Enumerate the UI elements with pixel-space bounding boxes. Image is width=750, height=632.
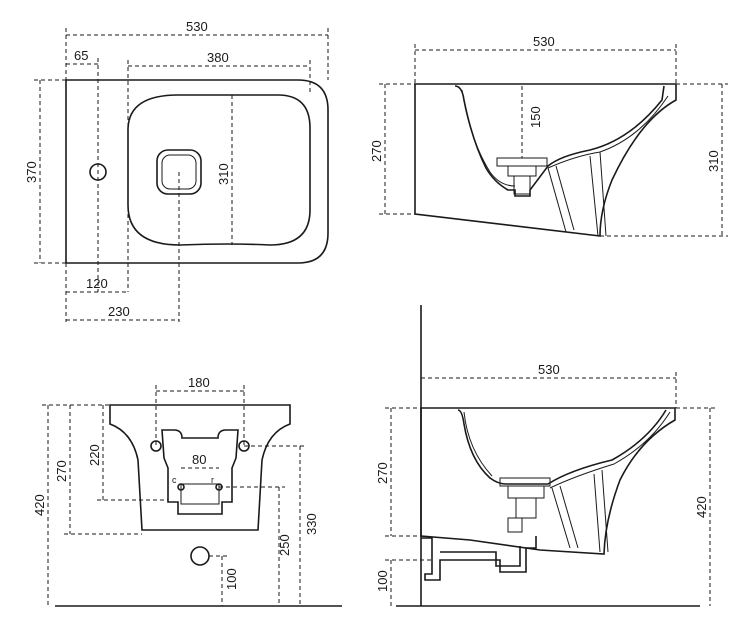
- trap-pipe: [421, 536, 537, 581]
- dim-total-height-bottom: 420: [694, 496, 709, 518]
- dim-connection-spacing: 80: [192, 452, 206, 467]
- side-outline-top: [414, 83, 677, 237]
- plan-bowl: [127, 94, 311, 246]
- dim-rim-height-rear: 270: [54, 460, 69, 482]
- side-section-bottom: 530 270 100 420: [375, 305, 716, 607]
- dim-bowl-width: 380: [207, 50, 229, 65]
- dim-rim-height-bottom: 270: [375, 462, 390, 484]
- dim-side-width-bottom: 530: [538, 362, 560, 377]
- dim-floor-offset-rear: 100: [224, 568, 239, 590]
- side-section-top: 530 150 270 310: [369, 34, 728, 237]
- dim-total-height-rear: 420: [32, 494, 47, 516]
- plan-outline: [65, 79, 329, 264]
- dim-drain-back: 230: [108, 304, 130, 319]
- dim-bowl-depth: 310: [216, 163, 231, 185]
- dim-side-width-top: 530: [533, 34, 555, 49]
- dim-mount-height: 220: [87, 444, 102, 466]
- label-cold: c: [172, 475, 177, 485]
- connection-cold: [177, 483, 185, 491]
- rear-view: c r 180 80 420 270 220 330 250 100: [32, 375, 342, 607]
- dim-plan-depth: 370: [24, 161, 39, 183]
- dim-hole-offset: 65: [74, 48, 88, 63]
- dim-connection-height: 250: [277, 534, 292, 556]
- dim-mount-top: 330: [304, 513, 319, 535]
- dim-floor-offset-bottom: 100: [375, 570, 390, 592]
- dim-rim-height-top: 270: [369, 140, 384, 162]
- dim-plan-width: 530: [186, 19, 208, 34]
- plan-view: 530 65 380 370 310 120 230: [24, 19, 329, 322]
- waste-outlet: [190, 546, 210, 566]
- label-hot: r: [211, 475, 214, 485]
- rear-outline: [109, 404, 291, 531]
- dim-total-height-top: 310: [706, 150, 721, 172]
- dim-bowl-depth-side: 150: [528, 106, 543, 128]
- side-outline-bottom: [420, 407, 676, 555]
- dim-mount-spacing: 180: [188, 375, 210, 390]
- dim-drain-front: 120: [86, 276, 108, 291]
